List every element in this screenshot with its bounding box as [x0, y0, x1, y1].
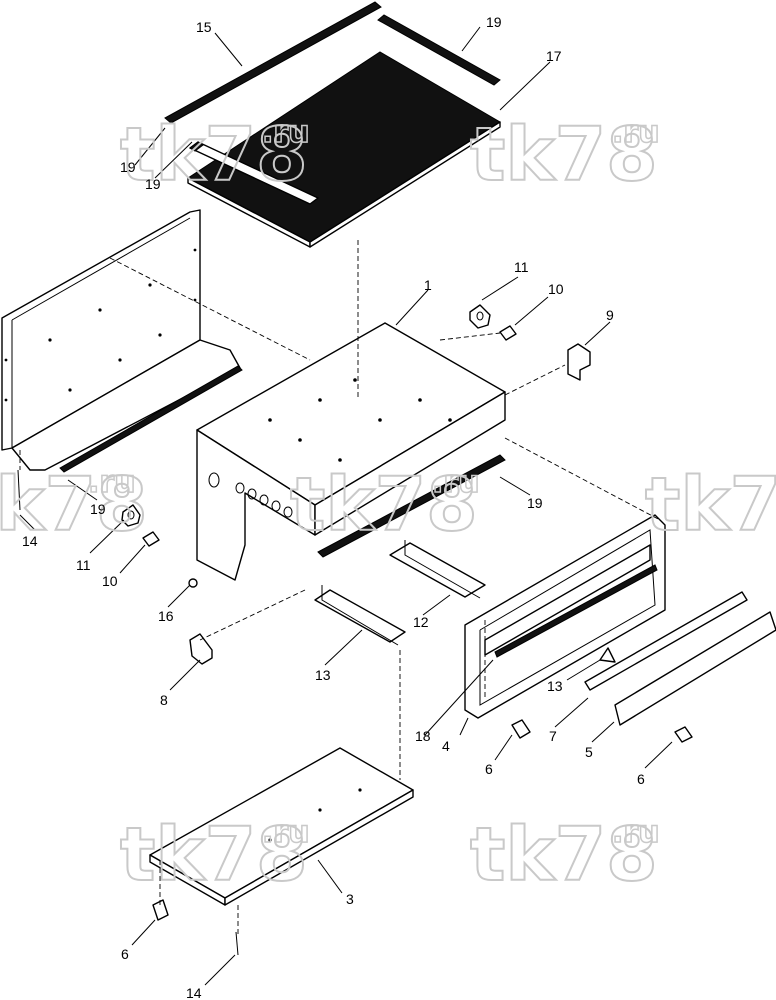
watermark-suffix: .ru [262, 115, 310, 150]
watermark-suffix: .ru [432, 465, 480, 500]
callout-11: 11 [514, 259, 529, 275]
callout-12: 12 [413, 614, 429, 630]
clip-10-top [499, 325, 517, 341]
seal-strip-19-top-right [377, 14, 501, 86]
callout-15: 15 [196, 19, 212, 35]
callout-17: 17 [546, 48, 562, 64]
latch-6-bottom [152, 899, 169, 921]
callout-7: 7 [549, 728, 557, 744]
top-cover-panel [187, 51, 501, 248]
seal-strip-19-top-left [189, 141, 319, 205]
watermark-text: tk78 [470, 112, 658, 198]
callout-19: 19 [90, 501, 106, 517]
callout-13: 13 [547, 678, 563, 694]
watermark-text: tk78 [645, 462, 776, 548]
latch-6-door [511, 719, 531, 739]
callout-3: 3 [346, 891, 354, 907]
callout-19: 19 [145, 176, 161, 192]
callout-10: 10 [548, 281, 564, 297]
callout-8: 8 [160, 692, 168, 708]
washer-16 [188, 578, 198, 588]
main-housing [196, 322, 506, 581]
left-wall-panel [1, 209, 243, 473]
watermark: tk78 .ru tk78 .ru tk78 .ru tk78 .ru tk78… [0, 111, 776, 899]
watermark-text: tk78 [120, 112, 308, 198]
callout-18: 18 [415, 728, 431, 744]
watermark-suffix: .ru [88, 465, 136, 500]
seal-strip-19-housing [317, 454, 506, 558]
bracket-13-left [314, 585, 406, 646]
bracket-9 [567, 343, 591, 381]
callout-19: 19 [120, 159, 136, 175]
watermark-text: tk78 [120, 812, 308, 898]
watermark-suffix: .ru [612, 815, 660, 850]
watermark-suffix: .ru [612, 115, 660, 150]
gasket-11-top [469, 304, 491, 329]
warning-label-13 [599, 647, 616, 663]
callout-14: 14 [22, 533, 38, 549]
callout-14: 14 [186, 985, 202, 1000]
callout-1: 1 [424, 277, 432, 293]
watermark-text: tk78 [290, 462, 478, 548]
bracket-8 [189, 633, 213, 665]
callout-10: 10 [102, 573, 118, 589]
watermark-suffix: .ru [262, 815, 310, 850]
callout-19: 19 [486, 14, 502, 30]
callout-16: 16 [158, 608, 174, 624]
callout-11: 11 [76, 557, 91, 573]
screw-14-bottom [235, 931, 239, 956]
callout-9: 9 [606, 307, 614, 323]
callout-19: 19 [527, 495, 543, 511]
bottom-panel [149, 747, 414, 906]
bracket-12 [389, 540, 486, 599]
seal-strip-15 [164, 1, 382, 124]
front-door-panel [464, 514, 666, 719]
watermark-text: tk78 [470, 812, 658, 898]
callout-4: 4 [442, 738, 450, 754]
callout-13: 13 [315, 667, 331, 683]
screw-14-left [17, 469, 21, 511]
callout-5: 5 [585, 744, 593, 760]
callout-6: 6 [485, 761, 493, 777]
callout-6: 6 [637, 771, 645, 787]
watermark-text: tk78 [0, 462, 148, 548]
side-strip-7 [584, 591, 748, 691]
callout-6: 6 [121, 946, 129, 962]
gasket-11-left [121, 504, 141, 527]
side-plate-5 [614, 611, 776, 726]
clip-10-left [142, 531, 160, 547]
latch-6-plate [674, 726, 693, 743]
callouts: 15 19 17 19 19 11 10 9 1 19 14 11 10 19 … [22, 14, 645, 1000]
